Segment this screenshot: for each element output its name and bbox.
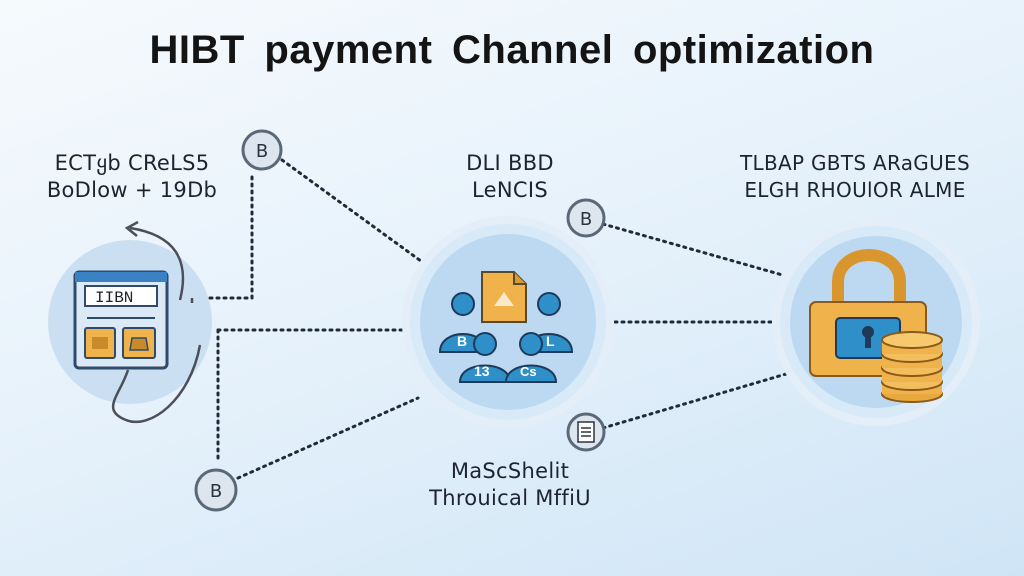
card-field-text: IIBN [95,289,133,307]
center-node-label: DLI BBD LeNCIS [410,150,610,204]
coin-bottom-left-symbol: B [210,481,222,502]
coin-mid-right: B [566,198,606,238]
left-node-label-line1: ECTყb CReLS5 [54,151,210,175]
center-bottom-label-line2: Throuical MffiU [429,486,591,510]
connector-bottomcoin-center [236,396,420,480]
branch-line [111,344,202,423]
left-node-label-line2: BoDlow + 19Db [46,178,218,202]
center-bottom-label-line1: MaScShelit [450,459,570,483]
card-header-bar [75,272,167,282]
user-badge-bottom-left: 13 [474,363,490,379]
right-node-label: TLBAP GBTS ARaGUES ELGH RHOUlOR ALME [700,150,1010,204]
user-group-icon [438,292,574,383]
connector-lines [208,158,788,480]
right-node [772,218,980,426]
center-node: B L 13 Cs [402,216,614,428]
center-node-label-line2: LeNCIS [472,178,548,202]
coin-top-left: B [241,129,283,171]
center-node-label-line1: DLI BBD [466,151,554,175]
connector-topcoin-center [280,158,427,266]
left-node-label: ECTყb CReLS5 BoDlow + 19Db [22,150,242,204]
curved-arrow-icon [129,226,185,301]
connector-midcoin-right [601,222,788,278]
page-title: HIBT payment Channel optimization [149,28,875,72]
coin-stack-icon [881,331,943,403]
padlock-shackle [832,249,906,306]
ledger-document-icon [566,412,606,452]
right-node-label-line1: TLBAP GBTS ARaGUES [740,151,970,175]
user-badge-right: L [546,333,555,349]
card-field [84,285,158,307]
coin-mid-right-symbol: B [580,209,592,230]
right-node-label-line2: ELGH RHOUlOR ALME [744,178,966,202]
center-bottom-label: MaScShelit Throuical MffiU [385,458,635,512]
left-node: IIBN [48,220,212,423]
coin-top-left-symbol: B [256,141,268,162]
connector-doc-right [601,372,788,430]
user-badge-bottom-right: Cs [520,364,537,379]
user-badge-left: B [457,333,467,349]
coin-bottom-left: B [194,468,238,512]
